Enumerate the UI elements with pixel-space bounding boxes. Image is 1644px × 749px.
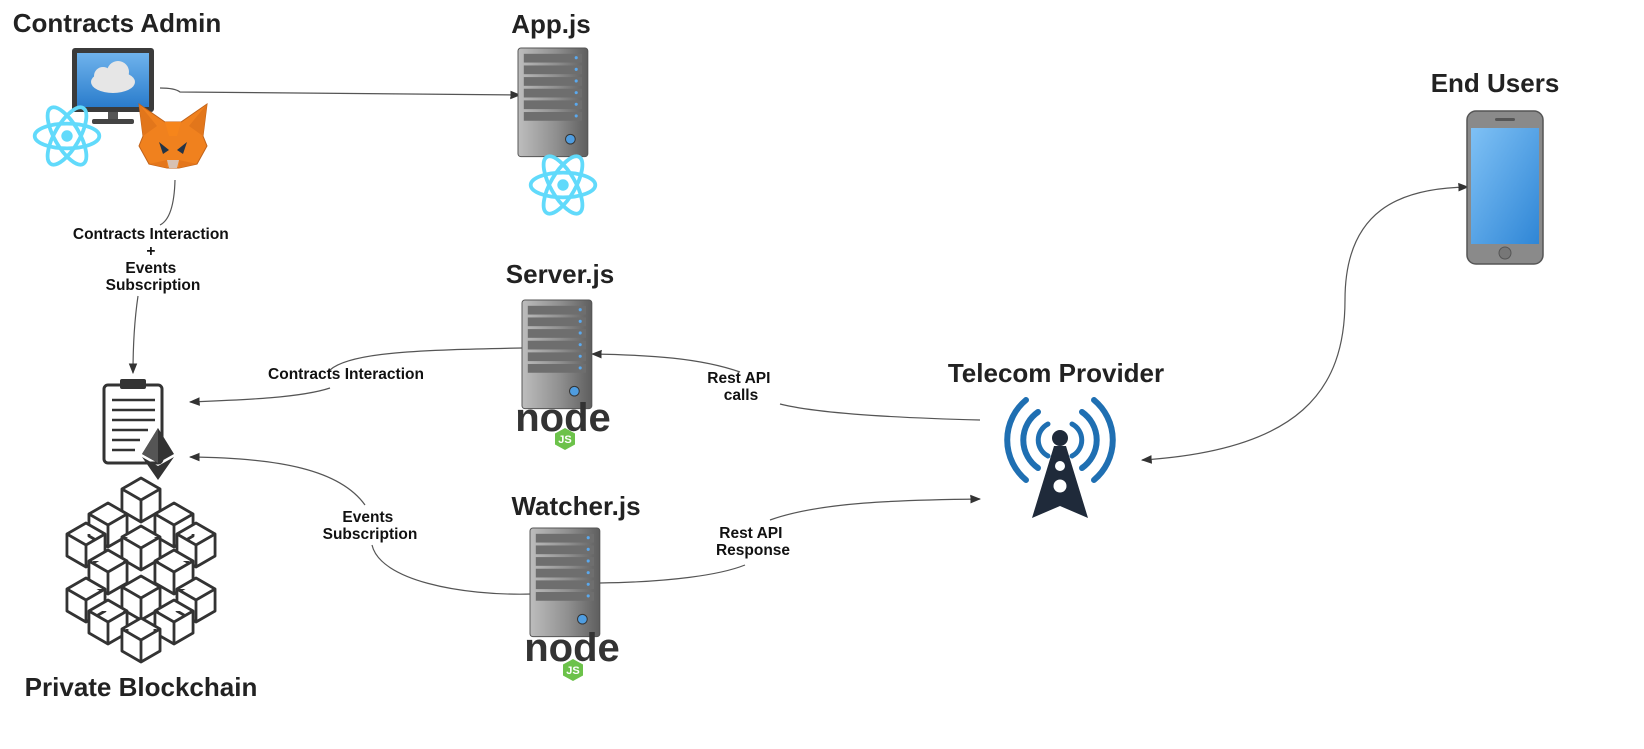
blockchain-cubes-icon	[65, 476, 217, 664]
node-title-contracts-admin: Contracts Admin	[13, 8, 222, 38]
blockchain-cube	[87, 548, 129, 596]
node-title-app-js: App.js	[511, 9, 590, 39]
node-title-telecom-provider: Telecom Provider	[948, 358, 1164, 388]
edge-label-server-blockchain: Contracts Interaction	[268, 366, 424, 383]
nodejs-logo-icon: node JS	[524, 626, 620, 681]
blockchain-cube	[120, 524, 162, 572]
server-icon	[517, 47, 589, 158]
smart-contract-icon	[102, 379, 164, 465]
edge-label-admin-blockchain: Contracts Interaction + Events Subscript…	[73, 226, 233, 294]
blockchain-cube	[120, 574, 162, 622]
metamask-fox-icon	[138, 102, 208, 169]
blockchain-cube	[153, 598, 195, 646]
nodejs-badge: JS	[566, 665, 579, 677]
blockchain-cube	[120, 476, 162, 524]
edges	[128, 87, 1470, 595]
edge-label-telecom-server: Rest API calls	[707, 370, 774, 404]
edge-server-to-blockchain	[190, 347, 523, 402]
node-title-server-js: Server.js	[506, 259, 614, 289]
node-telecom-provider: Telecom Provider	[948, 358, 1164, 518]
edge-telecom-end-users	[1140, 182, 1470, 464]
node-private-blockchain: Private Blockchain	[25, 379, 258, 702]
edge-label-watcher-telecom: Rest API Response	[716, 525, 790, 559]
node-contracts-admin: Contracts Admin	[13, 8, 222, 173]
edge-watcher-to-telecom	[599, 499, 980, 584]
node-title-watcher-js: Watcher.js	[511, 491, 640, 521]
edge-watcher-to-blockchain	[190, 457, 533, 595]
edge-admin-to-blockchain-lower	[128, 295, 139, 375]
node-server-js: Server.js node JS	[506, 259, 614, 450]
edge-labels: Contracts Interaction + Events Subscript…	[73, 226, 791, 559]
blockchain-cube	[87, 598, 129, 646]
blockchain-cube	[153, 548, 195, 596]
ethereum-icon	[142, 428, 174, 480]
react-icon	[32, 99, 102, 173]
desktop-monitor-icon	[72, 48, 154, 124]
edge-label-watcher-blockchain: Events Subscription	[323, 509, 418, 543]
blockchain-cube	[120, 616, 162, 664]
blockchain-cube	[87, 501, 129, 549]
edge-admin-to-appjs	[159, 87, 522, 100]
node-app-js: App.js	[511, 9, 598, 222]
node-watcher-js: Watcher.js node JS	[511, 491, 641, 681]
node-title-private-blockchain: Private Blockchain	[25, 672, 258, 702]
server-icon	[521, 299, 593, 410]
react-icon	[528, 148, 598, 222]
signal-tower-icon	[1004, 397, 1116, 518]
edge-admin-to-blockchain	[159, 179, 176, 226]
smartphone-icon	[1466, 110, 1544, 265]
server-icon	[529, 527, 601, 638]
node-end-users: End Users	[1431, 68, 1560, 265]
edge-telecom-to-server	[592, 354, 981, 421]
blockchain-cube	[153, 501, 195, 549]
nodejs-badge: JS	[558, 434, 571, 446]
node-title-end-users: End Users	[1431, 68, 1560, 98]
nodejs-logo-icon: node JS	[515, 396, 611, 450]
